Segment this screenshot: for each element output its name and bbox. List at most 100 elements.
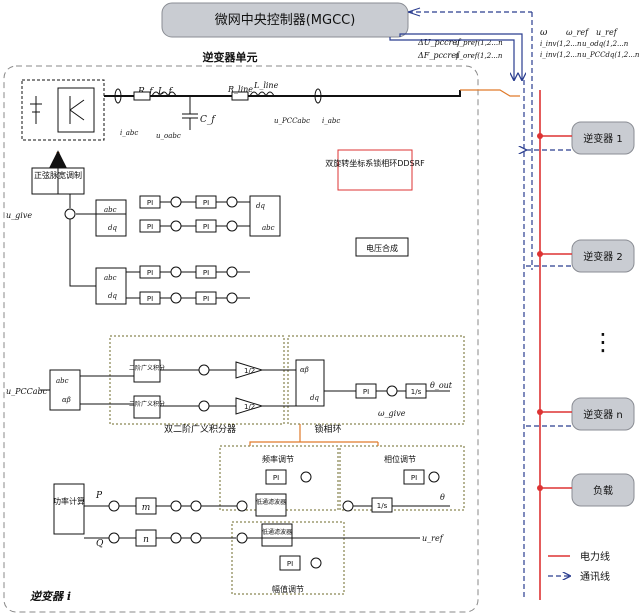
pi-7-label: PI (203, 269, 209, 277)
dq-abc-block-2 (95, 267, 127, 305)
node-2 (537, 251, 543, 257)
sum-omega-1 (170, 500, 182, 512)
rp-omegaref: ω_ref (566, 28, 590, 37)
legend-power-label: 电力线 (580, 550, 610, 563)
sum-6 (170, 292, 182, 304)
ab-text-1: αβ (62, 396, 71, 404)
pi-phase-label: PI (411, 474, 417, 482)
mgcc-params-right: ω i_inv(1,2...n i_inv(1,2...n ω_ref u_re… (540, 28, 640, 59)
sum-u-2 (190, 532, 202, 544)
pi-5-label: PI (147, 269, 153, 277)
sum-omega-2 (190, 500, 202, 512)
iabc-label: i_abc (120, 129, 138, 137)
rp-uref: u_ref (596, 28, 619, 37)
inverter-i-title: 逆变器 i (30, 590, 71, 603)
sum-1 (170, 196, 182, 208)
orange-link (249, 424, 379, 446)
inverter-1-label: 逆变器 1 (583, 132, 623, 145)
lpf-amp (261, 523, 293, 547)
load-box (571, 473, 635, 507)
sum-phase (342, 500, 354, 512)
phase-title: 相位调节 (384, 454, 416, 464)
pi-3-label: PI (203, 199, 209, 207)
uoabc-label: u_oabc (156, 132, 181, 140)
half-1: 1/2 (244, 367, 255, 375)
pi-amp (279, 555, 301, 571)
sum-5 (170, 266, 182, 278)
igbt-symbol (69, 96, 85, 124)
pi-1-label: PI (147, 199, 153, 207)
rf-resistor (133, 91, 151, 101)
loop-wire-4 (57, 168, 71, 208)
sum-amp (236, 532, 248, 544)
ddsrf-block (337, 149, 413, 191)
phase-frame (339, 445, 465, 511)
sum-pll (386, 385, 398, 397)
abc-text-2: abc (262, 224, 275, 232)
comm-down-2 (399, 33, 522, 80)
omega-give: ω_give (378, 409, 406, 418)
lpf-freq-label: 低通滤波器 (256, 498, 286, 506)
lline-label: L_line (253, 81, 279, 90)
unit-title: 逆变器单元 (203, 50, 258, 64)
sum-8 (226, 292, 238, 304)
node-load (537, 485, 543, 491)
dq-abc-block-1 (95, 199, 127, 237)
amp-title: 幅值调节 (272, 584, 304, 594)
comm-down-1 (389, 37, 514, 80)
pi-amp-label: PI (287, 560, 293, 568)
sum-q (108, 532, 120, 544)
inverter-unit-frame (3, 65, 479, 613)
sum-u-1 (170, 532, 182, 544)
rline-label: R_line (227, 85, 253, 94)
integrator-phase (371, 497, 393, 513)
sum-sogi-1 (198, 364, 210, 376)
sogi-unit-1-label: 二阶广义积分 (129, 364, 165, 372)
param-upccref: ΔU_pccref (417, 38, 462, 47)
node-1 (537, 133, 543, 139)
one-s-1: 1/s (411, 388, 422, 396)
abc-text-4: abc (56, 377, 69, 385)
sum-ugive (64, 208, 76, 220)
pll-title: 锁相环 (314, 423, 341, 435)
node-n (537, 409, 543, 415)
inverter-1-box (571, 121, 635, 155)
sogi-unit-2 (133, 395, 161, 419)
ddsrf-label: 双旋转坐标系锁相环DDSRF (325, 158, 425, 168)
amp-frame (231, 521, 345, 595)
sum-p (108, 500, 120, 512)
loop-wire-7 (69, 219, 96, 287)
theta-out-1: θ_out (430, 381, 453, 390)
param-fpccref: ΔF_pccref (417, 51, 461, 60)
rp-omega: ω (540, 28, 548, 38)
pi-2-label: PI (147, 223, 153, 231)
sum-3 (226, 196, 238, 208)
m-label: m (142, 503, 151, 513)
mgcc-box (161, 2, 409, 38)
freq-title: 频率调节 (262, 454, 294, 464)
upccabc-label: u_PCCabc (274, 117, 310, 125)
pi-4-label: PI (203, 223, 209, 231)
pi-pll-label: PI (363, 388, 369, 396)
cf-capacitor (182, 96, 198, 130)
voltage-syn-block (355, 237, 409, 257)
comm-arrow-top (407, 7, 421, 17)
param-uoref: u_oref(1,2...n (455, 52, 503, 60)
grid-connection (460, 89, 520, 97)
pi-8-label: PI (203, 295, 209, 303)
uref-label: u_ref (422, 534, 445, 543)
cf-label: C_f (200, 115, 216, 125)
mgcc-params-left: ΔU_pccref ΔF_pccref u_pref(1,2...n u_ore… (417, 38, 503, 60)
inverter-n-label: 逆变器 n (583, 408, 623, 421)
half-2: 1/2 (244, 403, 255, 411)
dq-text-1: dq (108, 224, 117, 232)
pi-phase (403, 469, 425, 485)
power-calc-label: 功率计算 (53, 496, 85, 506)
pll-frame (287, 335, 465, 425)
sum-sogi-2 (198, 400, 210, 412)
pi-6-label: PI (147, 295, 153, 303)
ugive-label: u_give (6, 211, 32, 220)
pi-freq (265, 469, 287, 485)
rp-upccdq: u_PCCdq(1,2...n (582, 51, 640, 59)
ab-dq-block (295, 359, 325, 407)
